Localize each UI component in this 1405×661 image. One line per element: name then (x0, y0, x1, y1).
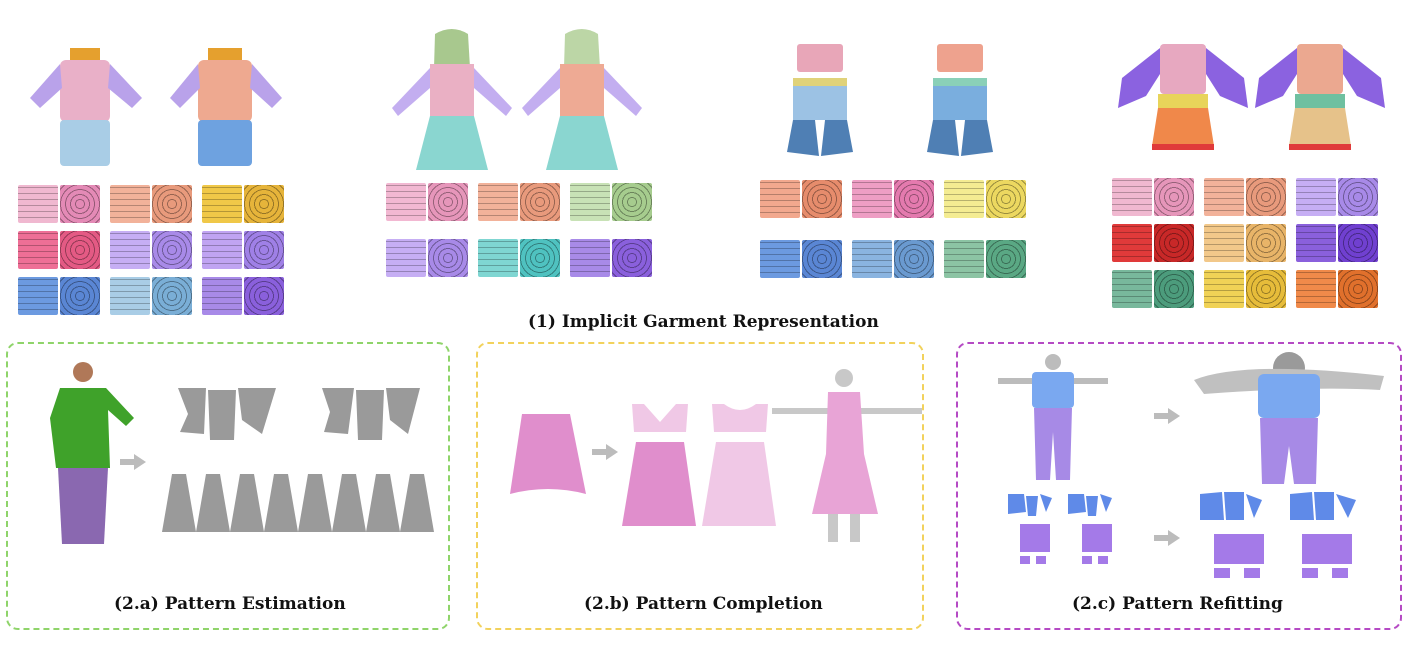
garment-3-back-render (927, 44, 993, 156)
section1-caption: (1) Implicit Garment Representation (528, 312, 879, 332)
sdf-grid-4 (1112, 178, 1380, 308)
avatar-original (998, 354, 1108, 480)
arrow-icon (1154, 530, 1180, 546)
garment-1-back-render (170, 48, 282, 166)
panel-caption-refitting: (2.c) Pattern Refitting (1072, 594, 1283, 614)
panel-pattern-estimation: (2.a) Pattern Estimation (6, 342, 450, 630)
completed-pattern-back (702, 404, 776, 526)
garment-4-back-render (1255, 44, 1385, 150)
pattern-original (1008, 494, 1112, 564)
avatar-refitted (1194, 352, 1384, 484)
arrow-icon (592, 444, 618, 460)
partial-skirt-piece (510, 414, 586, 494)
garment-2-back-render (522, 29, 642, 170)
garment-1-render (30, 48, 142, 166)
panel-pattern-refitting: (2.c) Pattern Refitting (956, 342, 1402, 630)
panel-caption-estimation: (2.a) Pattern Estimation (114, 594, 346, 614)
arrow-icon (1154, 408, 1180, 424)
sdf-grid-2 (386, 183, 654, 277)
draped-dress-avatar (772, 369, 922, 542)
pattern-refitted (1200, 492, 1356, 578)
sdf-grid-1 (18, 185, 286, 315)
panel-pattern-completion: (2.b) Pattern Completion (476, 342, 924, 630)
arrow-icon (120, 454, 146, 470)
woman-photo (50, 362, 134, 544)
sdf-grid-3 (760, 180, 1028, 278)
garment-4-render (1118, 44, 1248, 150)
panel-caption-completion: (2.b) Pattern Completion (584, 594, 823, 614)
garment-2-render (392, 29, 512, 170)
completed-pattern-front (622, 404, 696, 526)
garment-3-render (787, 44, 853, 156)
sewing-pattern-pieces (162, 388, 434, 532)
